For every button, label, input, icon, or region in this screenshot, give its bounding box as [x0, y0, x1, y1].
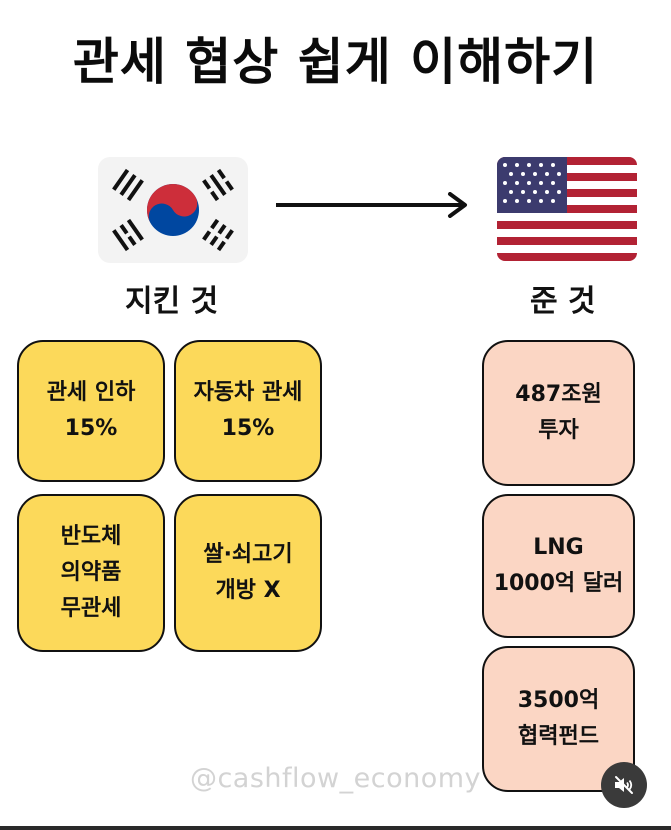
- card-line: 개방 X: [215, 578, 281, 603]
- card-line: 협력펀드: [518, 724, 599, 749]
- card-line: 관세 인하: [46, 380, 136, 405]
- korea-label: 지킨 것: [125, 284, 219, 319]
- card-line: 487조원: [515, 382, 602, 407]
- bottom-divider: [0, 826, 671, 830]
- korea-card-rice-beef: 쌀·쇠고기 개방 X: [174, 494, 322, 652]
- right-arrow-icon: [276, 192, 472, 222]
- card-line: 3500억: [517, 688, 600, 713]
- card-line: 반도체: [60, 524, 122, 549]
- muted-speaker-icon[interactable]: [601, 762, 647, 808]
- card-line: 15%: [64, 416, 118, 441]
- card-line: 무관세: [60, 596, 122, 621]
- card-line: 15%: [221, 416, 275, 441]
- card-line: 1000억 달러: [493, 571, 624, 596]
- usa-card-investment: 487조원 투자: [482, 340, 635, 486]
- united-states-flag: [497, 157, 637, 261]
- card-line: LNG: [533, 535, 584, 560]
- card-line: 쌀·쇠고기: [203, 542, 293, 567]
- card-line: 투자: [538, 418, 579, 443]
- card-line: 의약품: [60, 560, 122, 585]
- usa-card-fund: 3500억 협력펀드: [482, 646, 635, 792]
- korea-card-tariff-cut: 관세 인하 15%: [17, 340, 165, 482]
- korea-card-semiconductor: 반도체 의약품 무관세: [17, 494, 165, 652]
- south-korea-flag: [98, 157, 248, 263]
- korea-card-auto-tariff: 자동차 관세 15%: [174, 340, 322, 482]
- card-line: 자동차 관세: [193, 380, 303, 405]
- usa-label: 준 것: [530, 284, 596, 319]
- usa-card-lng: LNG 1000억 달러: [482, 494, 635, 638]
- watermark: @cashflow_economy: [189, 763, 482, 794]
- page-title: 관세 협상 쉽게 이해하기: [72, 33, 599, 91]
